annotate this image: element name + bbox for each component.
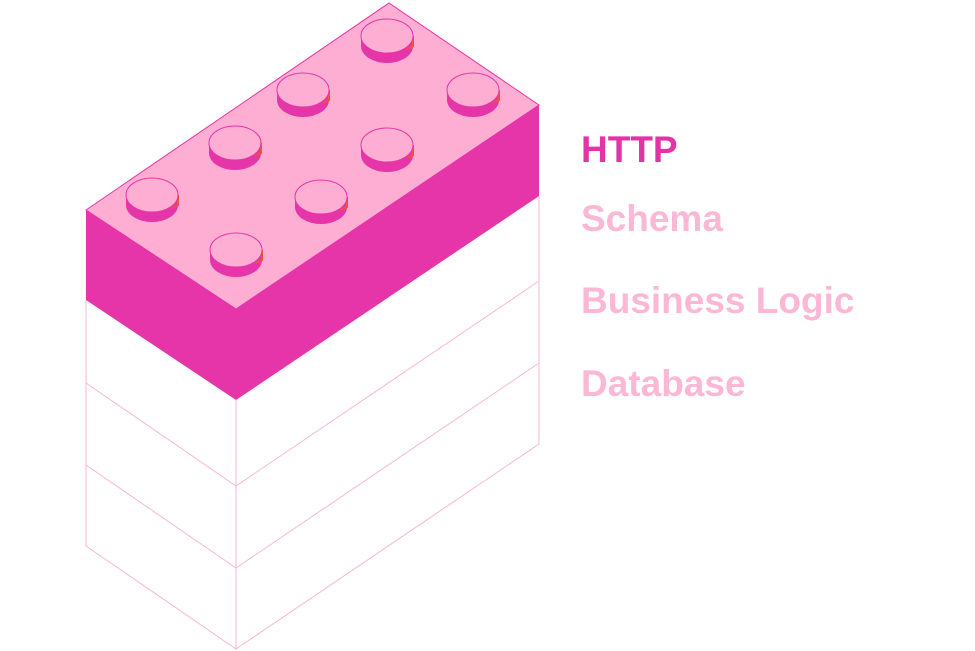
layer-label-http: HTTP	[581, 129, 678, 170]
http-brick-top-face	[85, 2, 540, 310]
layer-label-database: Database	[581, 363, 746, 404]
stud-side	[447, 90, 499, 117]
stud-top	[446, 72, 500, 108]
stud-6	[294, 179, 348, 224]
stud-top	[360, 18, 414, 54]
stud-top	[208, 125, 262, 161]
stud-top	[125, 177, 179, 213]
stud-8	[209, 232, 263, 277]
stud-side	[361, 145, 413, 172]
stud-side	[277, 90, 329, 117]
stud-5	[208, 125, 262, 170]
stud-side	[209, 143, 261, 170]
layer-label-schema: Schema	[581, 198, 723, 239]
stud-top	[360, 127, 414, 163]
database-layer-block	[85, 362, 540, 650]
stud-4	[360, 127, 414, 172]
stud-top	[294, 179, 348, 215]
http-brick-left-face	[86, 210, 236, 400]
stud-3	[276, 72, 330, 117]
schema-layer-block	[85, 196, 540, 486]
http-brick-right-face	[236, 105, 539, 400]
stud-2	[446, 72, 500, 117]
stud-side	[210, 250, 262, 277]
layer-label-business-logic: Business Logic	[581, 280, 855, 321]
stud-top	[209, 232, 263, 268]
stud-top	[276, 72, 330, 108]
stud-side	[126, 195, 178, 222]
stud-7	[125, 177, 179, 222]
stud-side	[361, 36, 413, 63]
stud-1	[360, 18, 414, 63]
http-layer-brick	[85, 2, 540, 400]
stud-side	[295, 197, 347, 224]
